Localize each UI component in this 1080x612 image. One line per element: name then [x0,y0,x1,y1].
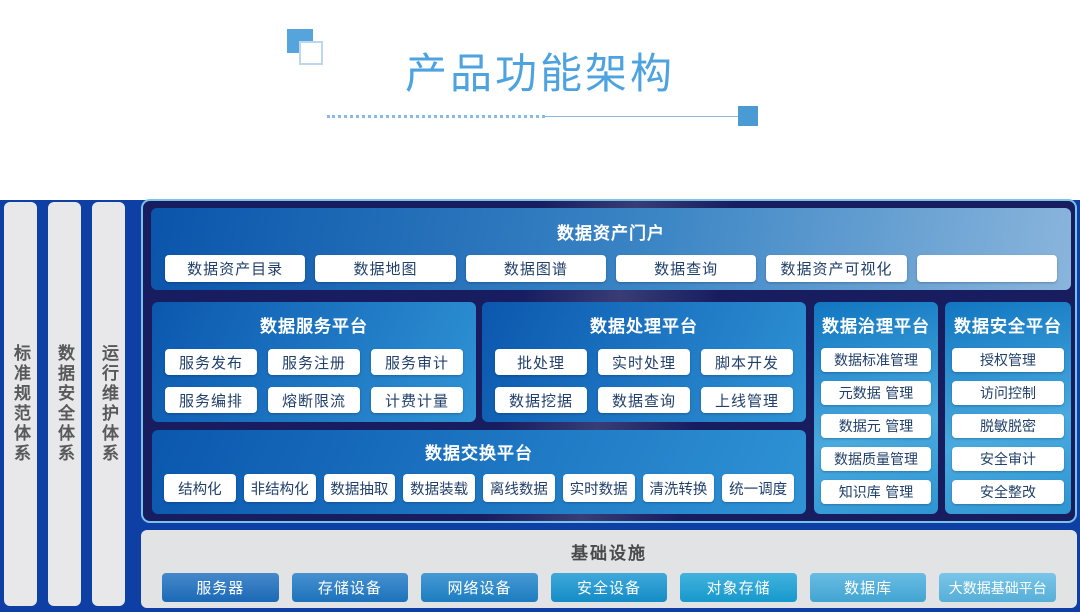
data-exchange-platform-panel: 数据交换平台 结构化 非结构化 数据抽取 数据装载 离线数据 实时数据 清洗转换… [152,430,806,514]
divider-end-square [738,106,758,126]
side-system-operations: 运行维护体系 [92,202,125,606]
infrastructure-items-row: 服务器 存储设备 网络设备 安全设备 对象存储 数据库 大数据基础平台 [141,573,1077,602]
service-item: 服务审计 [371,349,463,375]
infrastructure-item: 数据库 [809,573,927,602]
architecture-diagram: 标准规范体系 数据安全体系 运行维护体系 数据资产门户 数据资产目录 数据地图 … [0,199,1080,612]
side-system-data-security: 数据安全体系 [48,202,81,606]
processing-item: 脚本开发 [701,349,793,375]
side-system-label: 运行维护体系 [98,344,118,464]
portal-item-empty [916,255,1057,282]
panel-title: 数据安全平台 [954,317,1062,337]
infrastructure-item: 大数据基础平台 [939,573,1057,602]
exchange-item: 清洗转换 [642,474,715,502]
side-system-standards: 标准规范体系 [4,202,37,606]
service-item: 熔断限流 [268,387,360,413]
security-item: 脱敏脱密 [952,414,1064,438]
side-system-label: 数据安全体系 [54,344,74,464]
panel-title: 数据服务平台 [260,317,368,337]
side-system-label: 标准规范体系 [10,344,30,464]
exchange-item: 数据装载 [403,474,475,502]
decorative-square-outline [299,41,323,65]
divider-solid-line [545,116,741,117]
divider-dotted-line [327,115,545,118]
exchange-item: 实时数据 [562,474,635,502]
infrastructure-panel: 基础设施 服务器 存储设备 网络设备 安全设备 对象存储 数据库 大数据基础平台 [141,530,1077,608]
security-item: 访问控制 [952,381,1064,405]
panel-title: 数据资产门户 [557,224,665,244]
processing-item: 上线管理 [701,387,793,413]
exchange-items-row: 结构化 非结构化 数据抽取 数据装载 离线数据 实时数据 清洗转换 统一调度 [152,474,806,502]
data-governance-platform-panel: 数据治理平台 数据标准管理 元数据 管理 数据元 管理 数据质量管理 知识库 管… [814,302,938,514]
processing-item: 数据挖据 [495,387,587,413]
governance-item: 数据标准管理 [821,348,931,372]
governance-item: 数据元 管理 [821,414,931,438]
infrastructure-item: 存储设备 [291,573,409,602]
exchange-item: 非结构化 [243,474,316,502]
portal-item: 数据资产目录 [165,255,306,282]
infrastructure-item: 服务器 [162,573,279,602]
panel-title: 数据交换平台 [425,444,533,464]
header: 产品功能架构 [0,0,1080,200]
security-item: 授权管理 [952,348,1064,372]
governance-item: 知识库 管理 [821,480,931,504]
portal-item: 数据资产可视化 [766,255,907,282]
service-item: 计费计量 [371,387,463,413]
exchange-item: 数据抽取 [323,474,396,502]
infrastructure-item: 安全设备 [550,573,668,602]
governance-items-stack: 数据标准管理 元数据 管理 数据元 管理 数据质量管理 知识库 管理 [814,348,938,504]
security-item: 安全整改 [952,480,1064,504]
exchange-item: 统一调度 [722,474,794,502]
security-item: 安全审计 [952,447,1064,471]
infrastructure-item: 网络设备 [421,573,538,602]
security-items-stack: 授权管理 访问控制 脱敏脱密 安全审计 安全整改 [945,348,1071,504]
infrastructure-title: 基础设施 [571,544,647,564]
data-asset-portal-panel: 数据资产门户 数据资产目录 数据地图 数据图谱 数据查询 数据资产可视化 [151,208,1071,290]
processing-item: 数据查询 [598,387,690,413]
service-item: 服务发布 [165,349,257,375]
exchange-item: 结构化 [164,474,236,502]
portal-items-row: 数据资产目录 数据地图 数据图谱 数据查询 数据资产可视化 [151,255,1071,282]
data-security-platform-panel: 数据安全平台 授权管理 访问控制 脱敏脱密 安全审计 安全整改 [945,302,1071,514]
data-service-platform-panel: 数据服务平台 服务发布 服务注册 服务审计 服务编排 熔断限流 计费计量 [152,302,476,422]
portal-item: 数据地图 [315,255,456,282]
main-platform-container: 数据资产门户 数据资产目录 数据地图 数据图谱 数据查询 数据资产可视化 数据服… [141,199,1077,523]
infrastructure-item: 对象存储 [680,573,797,602]
page-title: 产品功能架构 [404,49,675,98]
processing-item: 实时处理 [598,349,690,375]
panel-title: 数据治理平台 [822,317,930,337]
portal-item: 数据图谱 [465,255,606,282]
governance-item: 数据质量管理 [821,447,931,471]
data-processing-platform-panel: 数据处理平台 批处理 实时处理 脚本开发 数据挖据 数据查询 上线管理 [482,302,806,422]
exchange-item: 离线数据 [483,474,555,502]
processing-item: 批处理 [495,349,587,375]
portal-item: 数据查询 [615,255,757,282]
service-item: 服务注册 [268,349,360,375]
panel-title: 数据处理平台 [590,317,698,337]
service-item: 服务编排 [165,387,257,413]
processing-items-grid: 批处理 实时处理 脚本开发 数据挖据 数据查询 上线管理 [482,349,806,413]
service-items-grid: 服务发布 服务注册 服务审计 服务编排 熔断限流 计费计量 [152,349,476,413]
governance-item: 元数据 管理 [821,381,931,405]
